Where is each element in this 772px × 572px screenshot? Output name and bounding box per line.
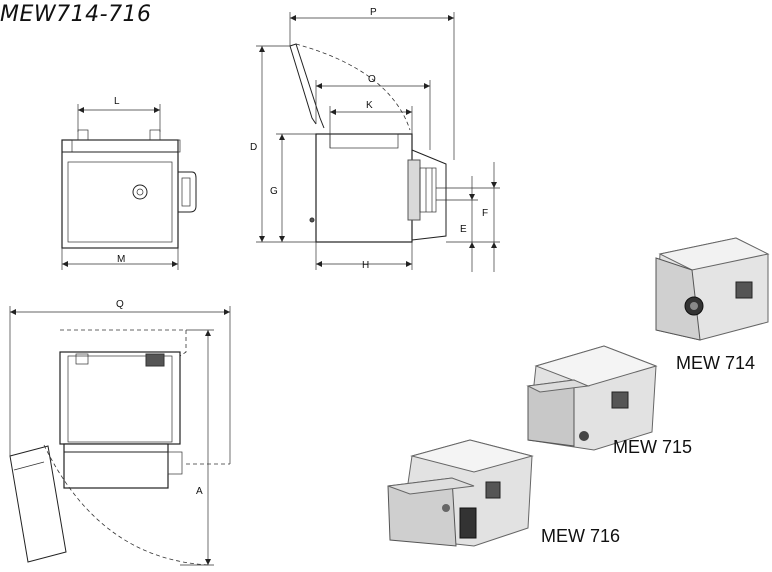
mew-714-render bbox=[655, 237, 770, 341]
dim-label-h: H bbox=[362, 260, 369, 271]
dim-label-e: E bbox=[460, 224, 467, 235]
dim-label-p: P bbox=[370, 7, 377, 18]
dim-label-f: F bbox=[482, 208, 488, 219]
side-view: P O K D G H F bbox=[250, 7, 500, 272]
dim-label-g: G bbox=[270, 186, 278, 197]
dim-label-l: L bbox=[114, 96, 120, 107]
dim-label-q: Q bbox=[116, 299, 124, 310]
front-view: L M bbox=[61, 96, 197, 270]
model-label-mew-714: MEW 714 bbox=[676, 353, 756, 373]
mew-716-render bbox=[387, 439, 534, 547]
top-view: Q A bbox=[9, 299, 231, 566]
dim-label-a: A bbox=[196, 486, 203, 497]
dim-label-d: D bbox=[250, 142, 257, 153]
model-label-mew-715: MEW 715 bbox=[613, 437, 693, 457]
page-title: MEW714-716 bbox=[0, 2, 152, 27]
dim-label-k: K bbox=[366, 100, 373, 111]
dim-label-o: O bbox=[368, 74, 376, 85]
model-label-mew-716: MEW 716 bbox=[541, 526, 621, 546]
mew-715-render bbox=[526, 345, 658, 451]
dim-label-m: M bbox=[117, 254, 125, 265]
